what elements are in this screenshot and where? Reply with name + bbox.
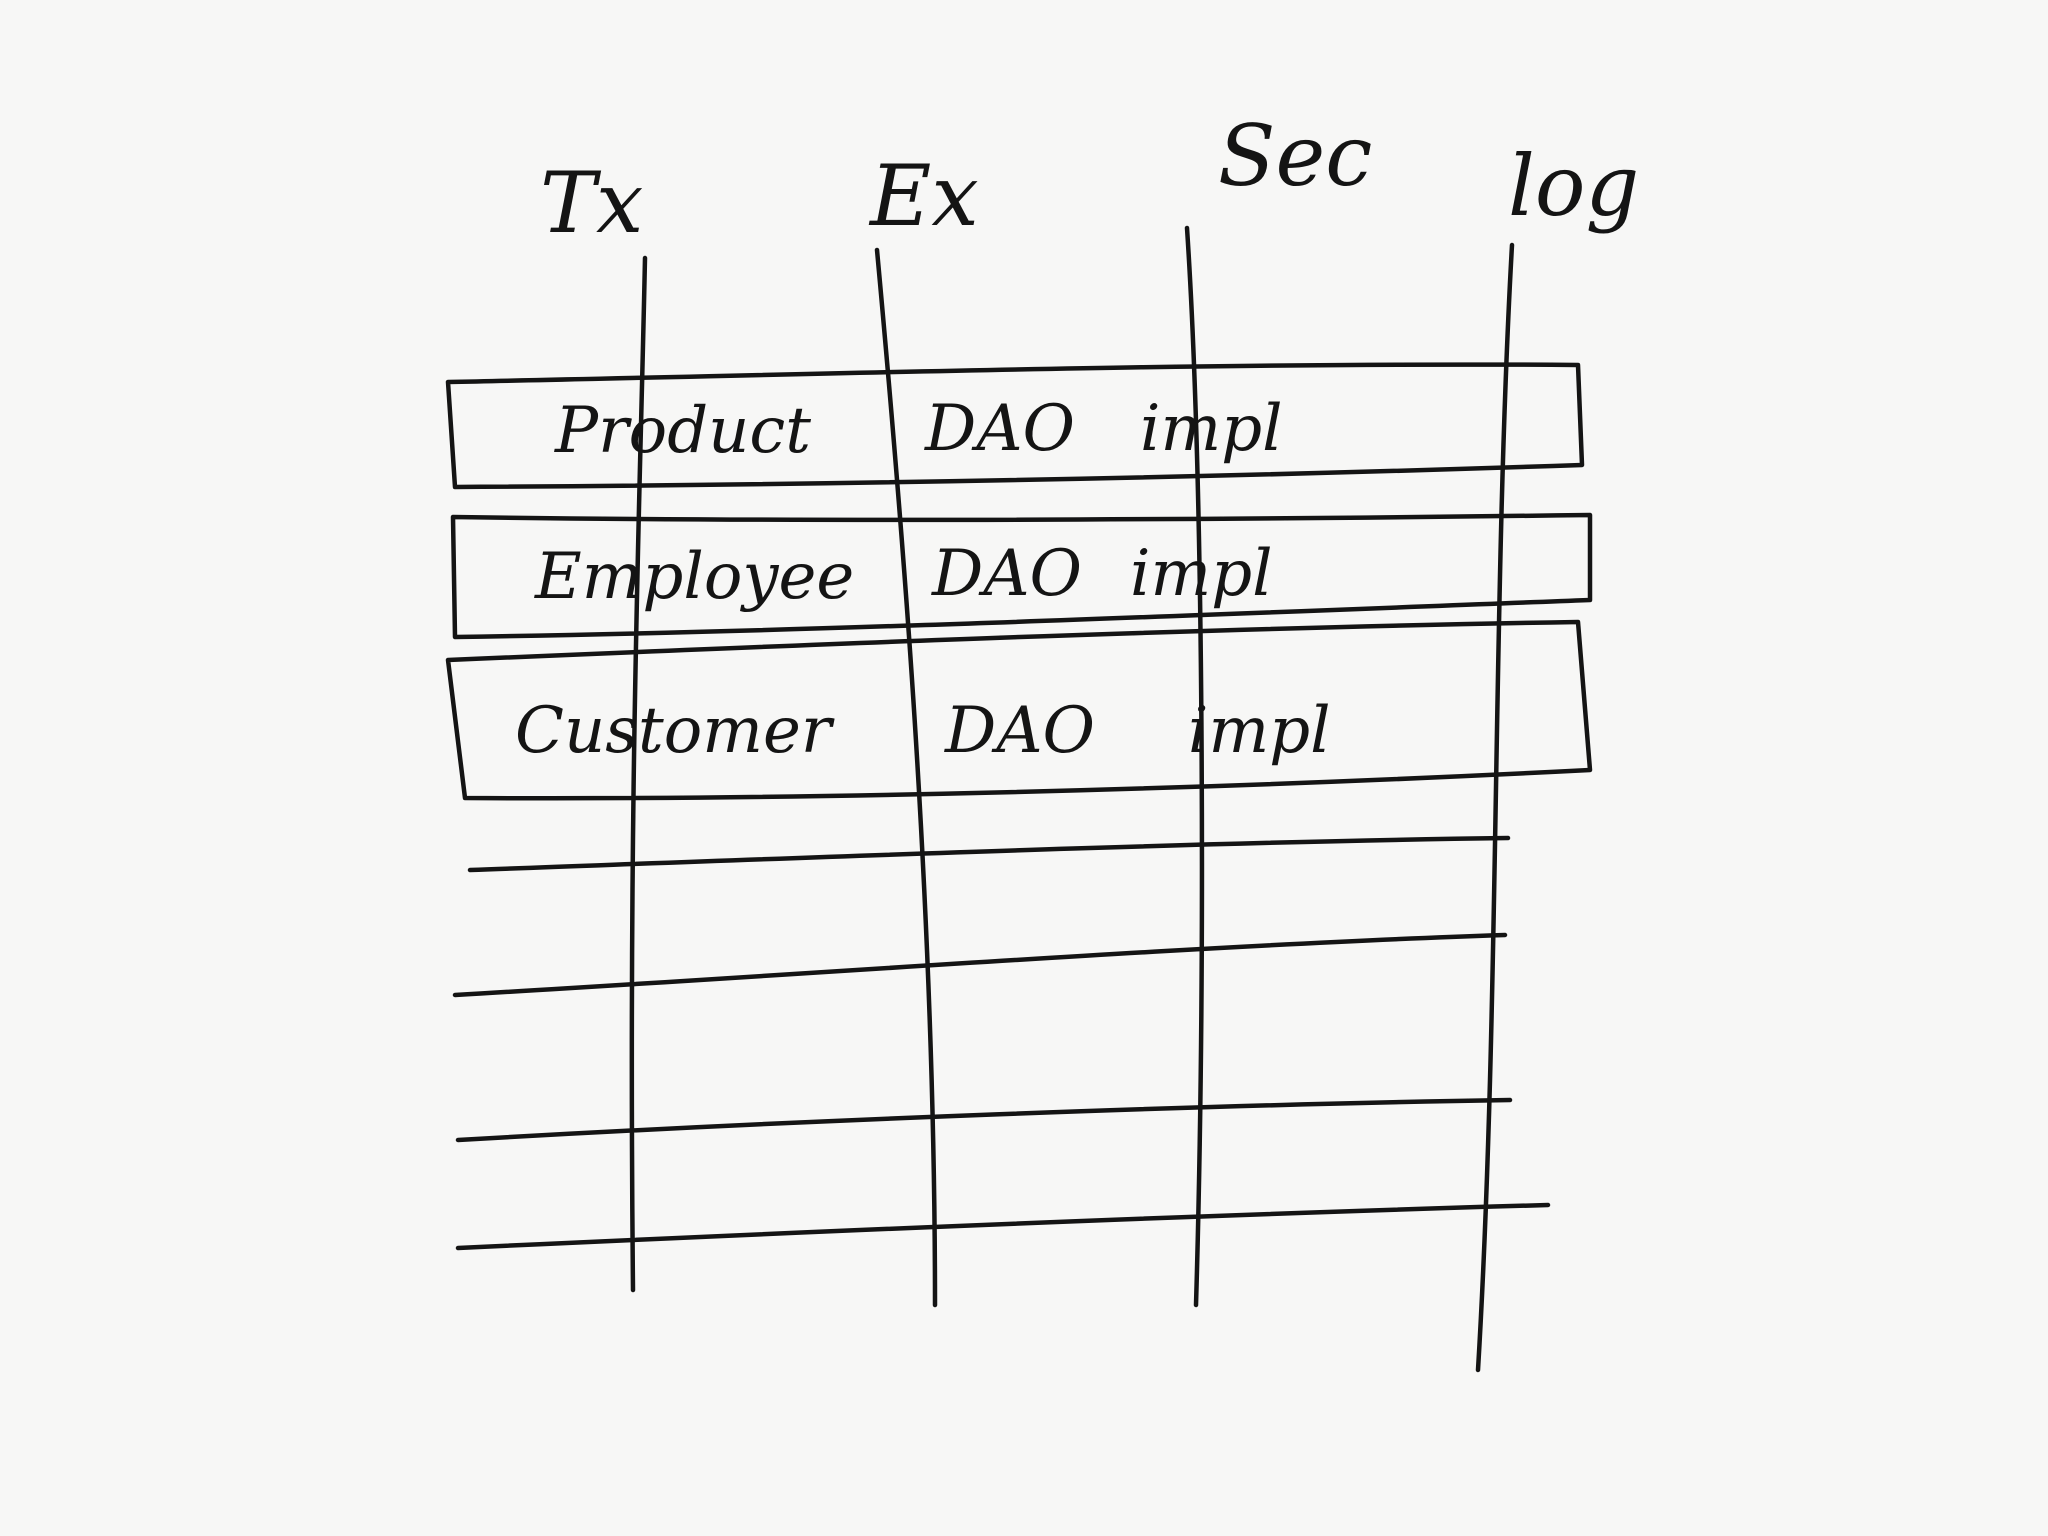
column-line-sec: [1184, 225, 1205, 1308]
row-dao-customer: DAO: [944, 694, 1095, 768]
empty-row-line: [467, 835, 1511, 873]
row-entity-product: Product: [554, 394, 811, 468]
row-impl-product: impl: [1140, 392, 1283, 466]
column-line-tx: [629, 255, 648, 1293]
row-impl-employee: impl: [1130, 537, 1273, 611]
row-dao-employee: DAO: [931, 537, 1082, 611]
empty-row-line: [455, 1097, 1513, 1143]
column-label-ex: Ex: [868, 147, 979, 245]
row-box-employee: [450, 512, 1593, 640]
row-box-customer: [445, 619, 1593, 801]
column-label-sec: Sec: [1218, 107, 1372, 205]
row-entity-employee: Employee: [534, 540, 854, 614]
empty-row-line: [452, 932, 1508, 998]
row-entity-customer: Customer: [515, 694, 835, 768]
column-label-tx: Tx: [540, 154, 643, 252]
column-line-ex: [874, 247, 938, 1308]
row-impl-customer: impl: [1188, 694, 1331, 768]
column-label-log: log: [1508, 137, 1639, 235]
row-dao-product: DAO: [924, 392, 1075, 466]
row-box-product: [445, 362, 1585, 490]
empty-row-line: [455, 1202, 1551, 1251]
column-line-log: [1475, 242, 1515, 1373]
